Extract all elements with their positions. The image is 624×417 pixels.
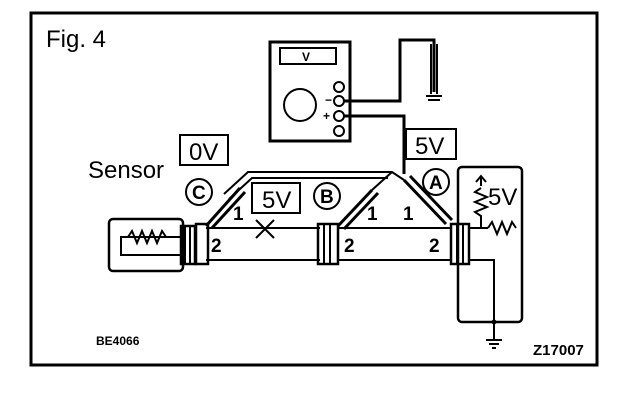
tag-b-label: B <box>320 187 334 208</box>
ecu-housing <box>456 165 524 324</box>
tag-c-label: C <box>192 183 206 204</box>
figure-title: Fig. 4 <box>46 26 106 53</box>
sensor-housing <box>107 217 185 273</box>
tag-a-circle <box>422 168 450 196</box>
voltage-box-b <box>251 182 301 214</box>
sensor-component <box>107 217 197 273</box>
voltmeter-jack-bottom <box>333 125 345 137</box>
voltmeter-jack-top <box>333 81 345 93</box>
reference-code-left: BE4066 <box>96 334 140 348</box>
pin-label-b-1: 1 <box>367 204 378 225</box>
sensor-internal-wire <box>120 236 181 256</box>
voltmeter-jacks <box>333 81 345 137</box>
ecu-ground-node <box>491 319 497 325</box>
voltmeter-unit-label: V <box>302 50 310 64</box>
voltage-box-c <box>179 134 229 166</box>
sensor-plug-ridges <box>184 226 191 264</box>
voltmeter-minus-label: − <box>325 93 332 107</box>
pin-label-a-1: 1 <box>403 204 414 225</box>
voltmeter-dial-icon <box>283 88 317 122</box>
ecu-supply-arrow-icon <box>475 174 487 186</box>
connector-b-body <box>316 222 340 266</box>
figure-frame <box>29 11 599 367</box>
ecu-input-resistor-icon <box>487 219 517 237</box>
wire-1-overhead <box>223 171 405 195</box>
connector-c-body <box>194 222 210 266</box>
sensor-label: Sensor <box>88 157 164 184</box>
voltage-value-a: 5V <box>415 133 444 160</box>
pin-label-c-2: 2 <box>211 236 222 257</box>
connector-b-probe-lead <box>371 171 393 191</box>
voltage-value-c: 0V <box>189 139 218 166</box>
tag-a-label: A <box>429 173 443 194</box>
connector-a: 1 2 <box>402 174 471 266</box>
sensor-resistor-icon <box>127 228 167 246</box>
voltmeter-jack-minus <box>333 95 345 107</box>
tag-b-circle <box>313 182 341 210</box>
ground-symbol-icon <box>486 339 502 349</box>
voltmeter-jack-plus <box>333 110 345 122</box>
pin-label-c-1: 1 <box>233 204 244 225</box>
negative-test-lead <box>344 38 436 103</box>
connector-c: 1 2 <box>194 186 247 266</box>
connector-b-ridges <box>323 224 331 264</box>
connector-a-probe <box>402 174 454 226</box>
connector-a-body <box>449 222 471 266</box>
pin-label-a-2: 2 <box>429 236 440 257</box>
ecu-component: 5V <box>456 165 524 349</box>
ground-clip-icon <box>426 44 442 101</box>
open-circuit-x-icon <box>255 219 275 239</box>
reference-code-right: Z17007 <box>533 342 584 359</box>
positive-test-lead <box>344 114 406 174</box>
connector-b: 1 2 <box>316 171 393 266</box>
voltage-value-b: 5V <box>262 187 291 214</box>
voltmeter-body <box>268 40 352 143</box>
voltmeter-display <box>279 47 337 65</box>
connector-b-probe <box>336 188 380 231</box>
connector-c-probe <box>204 186 247 230</box>
voltmeter-plus-label: + <box>323 109 330 123</box>
ecu-ground-line <box>469 259 495 340</box>
voltmeter: V − + <box>268 40 352 143</box>
pin-label-b-2: 2 <box>344 236 355 257</box>
ecu-pullup-resistor-icon <box>472 187 490 228</box>
tag-c-circle <box>185 178 213 206</box>
ecu-supply-voltage: 5V <box>488 184 517 211</box>
voltage-box-a <box>405 128 457 160</box>
